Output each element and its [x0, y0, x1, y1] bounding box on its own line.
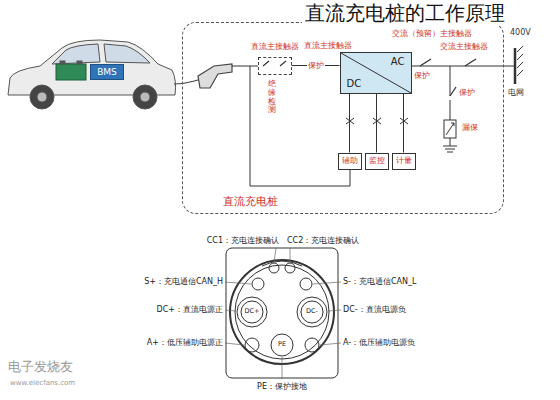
edge-label: 保护 [307, 61, 325, 70]
part-label: 保护 [414, 72, 430, 81]
wire-connector [403, 94, 404, 153]
part-label: 保护 [459, 89, 475, 98]
pin-label: DC+ [245, 308, 260, 315]
node-text: AC [391, 56, 405, 68]
pin-label: A+：低压辅助电源正 [147, 338, 223, 347]
wires [232, 46, 523, 186]
watermark: www.elecfans.com [10, 379, 75, 387]
part-label: 交流（预留）主接触器 [392, 30, 472, 39]
node-text: 计量 [396, 156, 412, 165]
node-text: BMS [97, 67, 117, 77]
aux-box: 辅助 [338, 153, 362, 170]
part-label: 交流主接触器 [440, 43, 488, 52]
watermark: 电子发烧友 [8, 360, 73, 375]
pin-label: S+：充电通信CAN_H [144, 277, 223, 286]
node-text: 直流主接触器 [251, 43, 299, 52]
acdc-converter: AC DC [340, 52, 412, 94]
wire-connector [349, 94, 350, 153]
part-label: 电网 [508, 88, 524, 97]
node-text: 直流充电桩 [223, 196, 278, 209]
pin-label: CC2：充电连接确认 [287, 236, 359, 245]
leader-lines [225, 248, 341, 379]
electric-car [8, 40, 176, 109]
bms-box: BMS [90, 64, 124, 80]
contactor-box: 直流主接触器 [258, 57, 292, 75]
part-label: 直流主接触器 [304, 42, 352, 51]
part-label: 400V [510, 28, 531, 37]
pin-label: PE [278, 341, 286, 348]
node-text: 监控 [369, 156, 385, 165]
wire-connector [376, 94, 377, 153]
part-label: 漏保 [462, 124, 478, 133]
pin-label: A-：低压辅助电源负 [343, 338, 415, 347]
node-text: 辅助 [342, 156, 358, 165]
meter-box: 计量 [392, 153, 416, 170]
connector-face [226, 248, 338, 378]
pin-label: CC1：充电连接确认 [207, 236, 279, 245]
node-text: DC [347, 78, 362, 90]
title: 直流充电桩的工作原理 [302, 2, 508, 25]
pin-label: DC+：直流电源正 [157, 305, 223, 314]
pin-label: S-：充电通信CAN_L [343, 277, 416, 286]
part-label: 绝缘检测 [268, 80, 276, 115]
pin-label: PE：保护接地 [257, 382, 307, 391]
monitor-box: 监控 [365, 153, 389, 170]
pin-label: DC-：直流电源负 [343, 305, 406, 314]
pin-label: DC- [306, 308, 318, 315]
